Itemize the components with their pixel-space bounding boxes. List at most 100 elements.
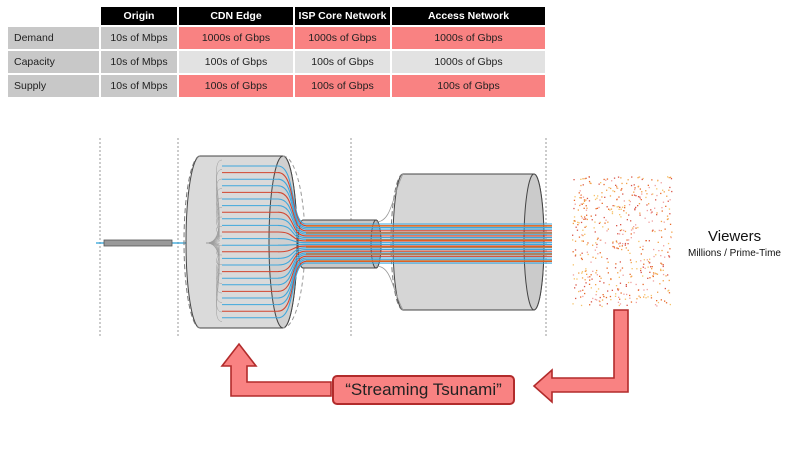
table-header-row: Origin CDN Edge ISP Core Network Access …	[8, 7, 547, 27]
viewer-dot	[608, 208, 610, 210]
viewer-dot	[604, 196, 606, 198]
viewer-dot	[629, 297, 631, 299]
viewer-dot	[601, 305, 603, 308]
viewer-dot	[607, 221, 609, 223]
viewer-dot	[623, 210, 625, 212]
viewer-dot	[591, 219, 593, 221]
viewer-dot	[592, 256, 594, 258]
viewer-dot	[637, 177, 639, 179]
viewer-dot	[582, 196, 585, 198]
viewer-dot	[638, 176, 640, 178]
viewer-dot	[662, 265, 664, 268]
viewer-dot	[651, 211, 653, 213]
viewer-dot	[646, 193, 648, 195]
viewer-dot	[602, 294, 604, 296]
viewer-dot	[635, 261, 637, 263]
viewer-dot	[580, 215, 583, 217]
viewer-dot	[601, 256, 603, 258]
viewer-dot	[618, 296, 620, 298]
viewer-dot	[596, 243, 598, 246]
viewer-dot	[670, 236, 672, 239]
viewer-dot	[653, 255, 655, 258]
viewer-dot	[669, 213, 671, 215]
network-stream	[277, 250, 552, 273]
viewer-dot	[634, 209, 636, 211]
table-row-demand: Demand 10s of Mbps 1000s of Gbps 1000s o…	[8, 26, 547, 51]
viewer-dot	[605, 179, 607, 181]
viewer-dot	[637, 205, 639, 207]
viewer-dot	[608, 283, 610, 286]
viewer-dot	[668, 208, 671, 210]
viewer-dot	[633, 184, 635, 186]
viewer-dot	[583, 285, 586, 288]
viewer-dot	[619, 303, 622, 305]
viewer-dot	[670, 236, 672, 238]
viewer-dot	[636, 268, 638, 270]
viewer-dot	[654, 304, 657, 306]
viewer-dot	[656, 300, 658, 302]
viewer-dot	[608, 187, 610, 189]
table-cell: 10s of Mbps	[100, 74, 179, 99]
access-network-cylinder	[375, 173, 545, 311]
viewer-dot	[642, 283, 644, 286]
viewer-dot	[631, 227, 634, 229]
viewer-dot	[594, 298, 596, 301]
viewer-dot	[602, 226, 604, 228]
viewer-dot	[656, 212, 658, 214]
viewer-dot	[580, 184, 582, 187]
viewer-dot	[642, 177, 644, 180]
viewer-dot	[628, 199, 630, 202]
viewer-dot	[629, 259, 632, 261]
network-stream	[277, 245, 552, 253]
viewer-dot	[577, 221, 579, 223]
viewer-dot	[581, 277, 584, 279]
viewer-dot	[601, 196, 603, 198]
viewer-dot	[611, 212, 614, 215]
viewer-dot	[606, 230, 608, 232]
viewer-dot	[661, 263, 663, 265]
viewer-dot	[619, 270, 621, 272]
viewer-dot	[587, 242, 589, 244]
viewer-dot	[660, 192, 662, 195]
viewer-dot	[610, 187, 612, 190]
viewer-dot	[582, 295, 584, 298]
viewer-dot	[637, 185, 640, 187]
viewer-dot	[588, 176, 590, 178]
viewer-dot	[613, 177, 616, 179]
viewer-dot	[661, 236, 663, 238]
viewer-dot	[667, 218, 669, 220]
viewer-dot	[635, 206, 637, 209]
viewer-dot	[655, 254, 657, 256]
viewer-dot	[647, 266, 649, 268]
row-label-supply: Supply	[8, 74, 101, 99]
viewer-dot	[630, 281, 632, 284]
viewer-dot	[586, 214, 588, 216]
viewer-dot	[646, 259, 648, 261]
table-cell: 100s of Gbps	[178, 50, 295, 75]
viewer-dot	[573, 199, 576, 201]
viewer-dot	[671, 231, 673, 233]
viewer-dot	[618, 288, 620, 290]
viewer-dot	[605, 219, 607, 221]
viewer-dot	[639, 296, 641, 299]
right-return-arrow	[532, 309, 629, 404]
viewer-dot	[574, 240, 577, 242]
viewer-dot	[590, 287, 592, 289]
viewer-dot	[572, 303, 574, 305]
viewer-dot	[582, 184, 584, 186]
viewer-dot	[662, 189, 664, 191]
viewer-dot	[592, 244, 594, 246]
viewer-dot	[625, 284, 627, 286]
viewer-dot	[665, 302, 668, 304]
viewer-dot	[619, 245, 621, 247]
viewer-dot	[663, 191, 665, 193]
viewer-dot	[662, 201, 665, 203]
viewer-dot	[616, 187, 618, 189]
viewer-dot	[619, 229, 622, 232]
viewer-dot	[573, 207, 575, 210]
viewer-dot	[576, 278, 578, 280]
viewer-dot	[660, 268, 662, 270]
viewer-dot	[656, 214, 658, 216]
network-stream	[277, 231, 552, 242]
viewer-dot-field	[572, 176, 673, 308]
